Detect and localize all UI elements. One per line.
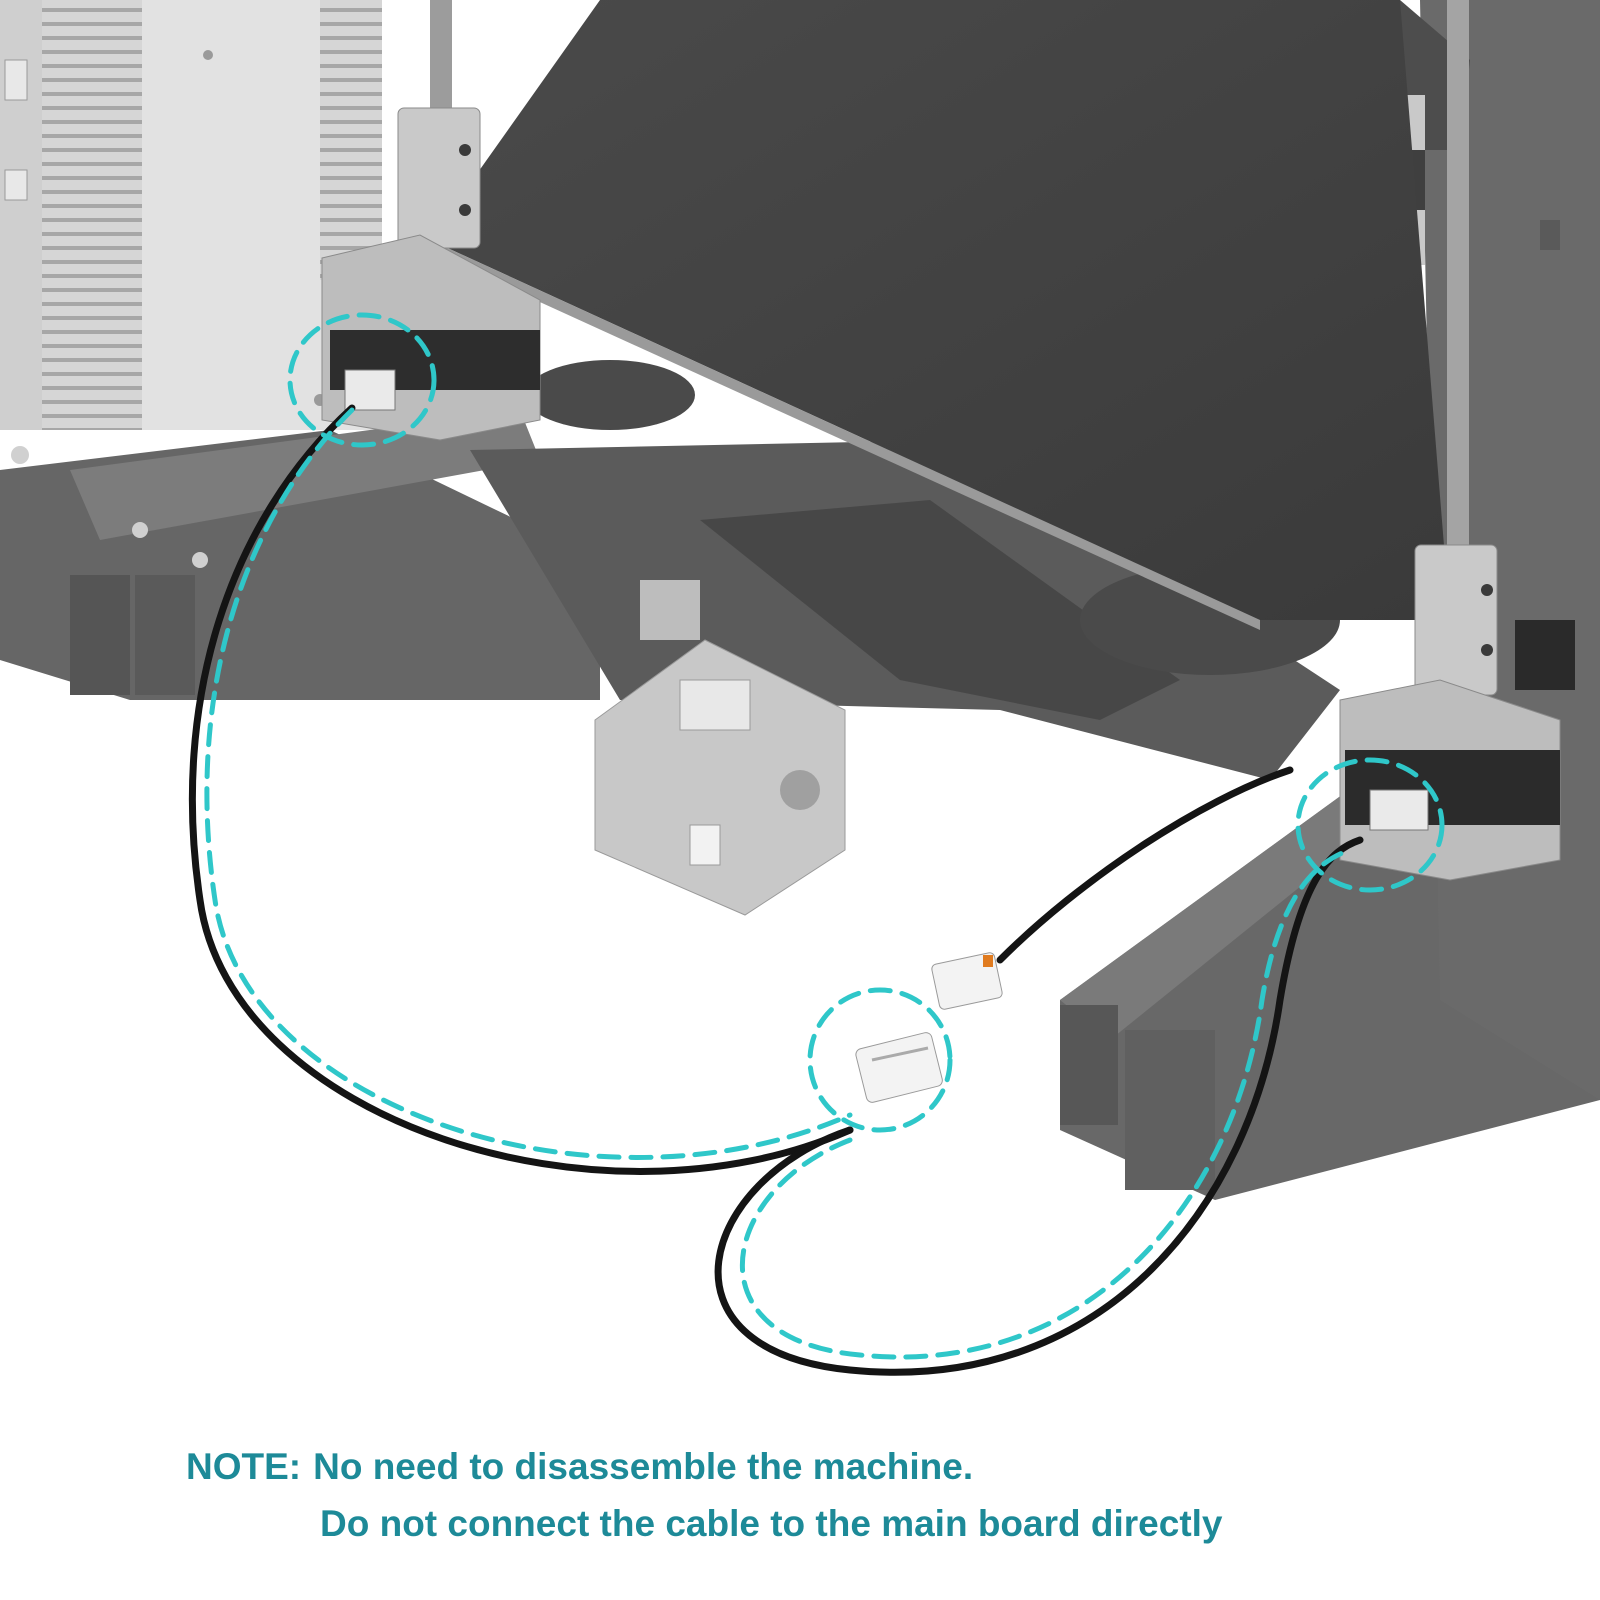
connector-icon [855,1032,943,1103]
callout-right-motor [1295,757,1445,893]
connector-icon [931,952,1003,1010]
left-z-motor [321,107,541,441]
motor-cables [188,404,1364,1376]
note-line-2: Do not connect the cable to the main boa… [320,1503,1223,1544]
y-stepper-motor [594,580,846,916]
callout-annotations [204,312,1445,1360]
note-line-1: NOTE: No need to disassemble the machine. [186,1438,973,1495]
connectors [855,952,1003,1103]
callout-left-motor [287,312,437,448]
callout-right-cable [740,847,1353,1360]
note-label: NOTE: [186,1446,302,1487]
lead-screws [430,0,1469,560]
print-bed [430,0,1450,630]
callout-connector [807,987,953,1133]
callout-left-cable [204,407,853,1160]
note-text-1: No need to disassemble the machine. [313,1446,974,1487]
